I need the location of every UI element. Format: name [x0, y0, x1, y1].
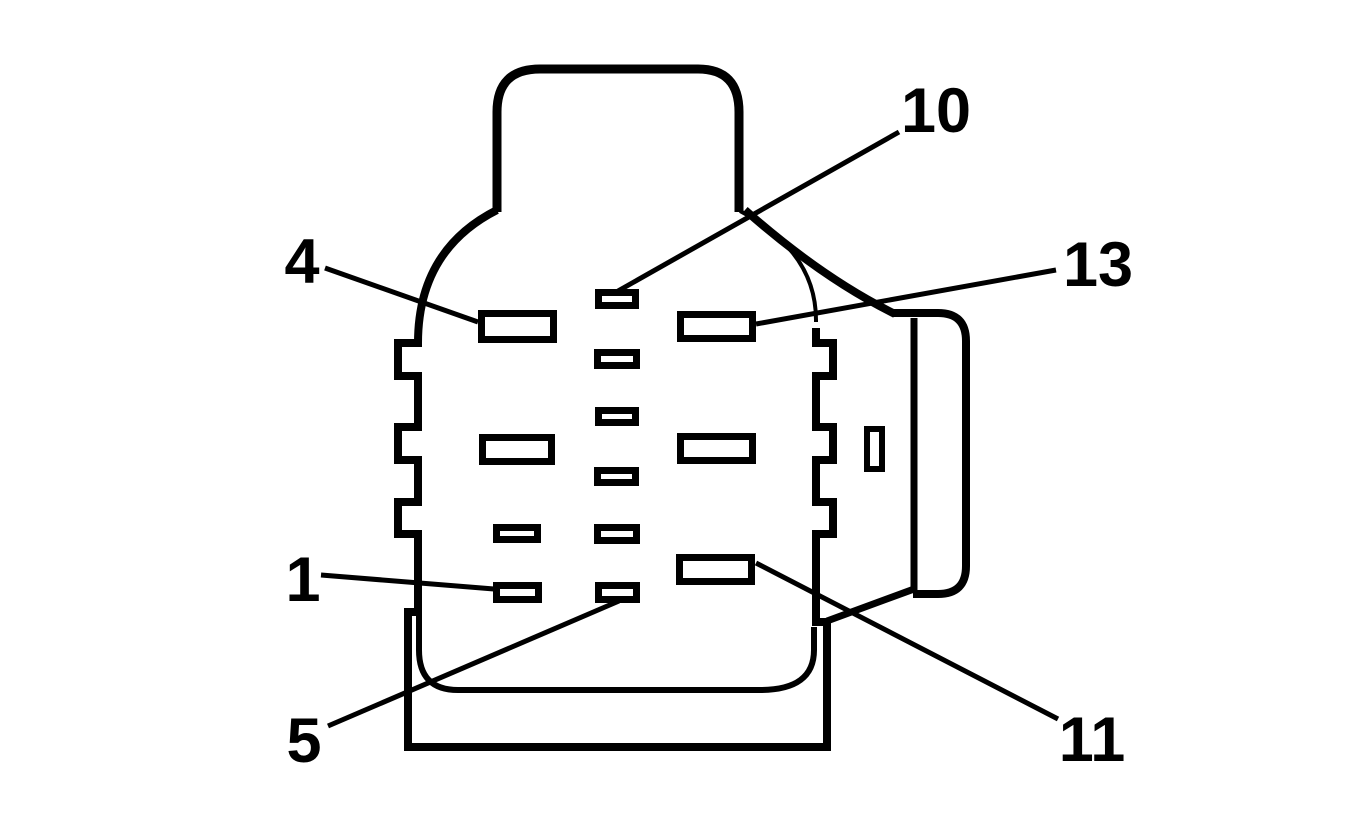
cavity-right-row1-pin13	[677, 311, 756, 342]
cavity-mid-row1-pin10	[595, 289, 639, 309]
side-lock-tab-outline	[893, 309, 970, 598]
connector-body-outline	[394, 206, 837, 751]
leader-line-4	[324, 265, 479, 325]
cavity-mid-row3	[595, 407, 639, 426]
right-shoulder-inner-arc	[739, 209, 819, 323]
cavity-right-row3-pin11	[676, 554, 755, 585]
callout-label-10: 10	[901, 76, 971, 146]
side-latch-slot	[864, 426, 885, 472]
leader-line-11	[754, 560, 1060, 722]
callout-label-5: 5	[286, 706, 321, 776]
cavity-left-row1-pin4	[478, 310, 557, 343]
leader-line-10	[616, 129, 901, 294]
callout-label-1: 1	[285, 545, 320, 615]
cavity-mid-row5	[594, 524, 640, 544]
cavity-left-row3	[493, 524, 541, 543]
connector-neck-outline	[492, 64, 744, 212]
side-lock-tab-inner-edge	[825, 318, 918, 625]
leader-line-1	[320, 572, 495, 592]
cavity-right-row2	[677, 433, 756, 464]
cavity-left-row2	[479, 434, 555, 465]
callout-label-13: 13	[1063, 230, 1133, 300]
neck-to-lock-tab-curve	[742, 207, 897, 318]
cavity-mid-row2	[594, 349, 640, 369]
callout-label-4: 4	[284, 227, 319, 297]
cavity-left-row4-pin1	[493, 582, 542, 603]
leader-line-13	[755, 267, 1057, 327]
connector-skirt-inner-wall	[416, 614, 817, 693]
callout-label-11: 11	[1059, 705, 1126, 775]
cavity-mid-row6-pin5	[595, 582, 640, 603]
cavity-mid-row4	[594, 467, 639, 486]
leader-line-5	[327, 598, 620, 729]
